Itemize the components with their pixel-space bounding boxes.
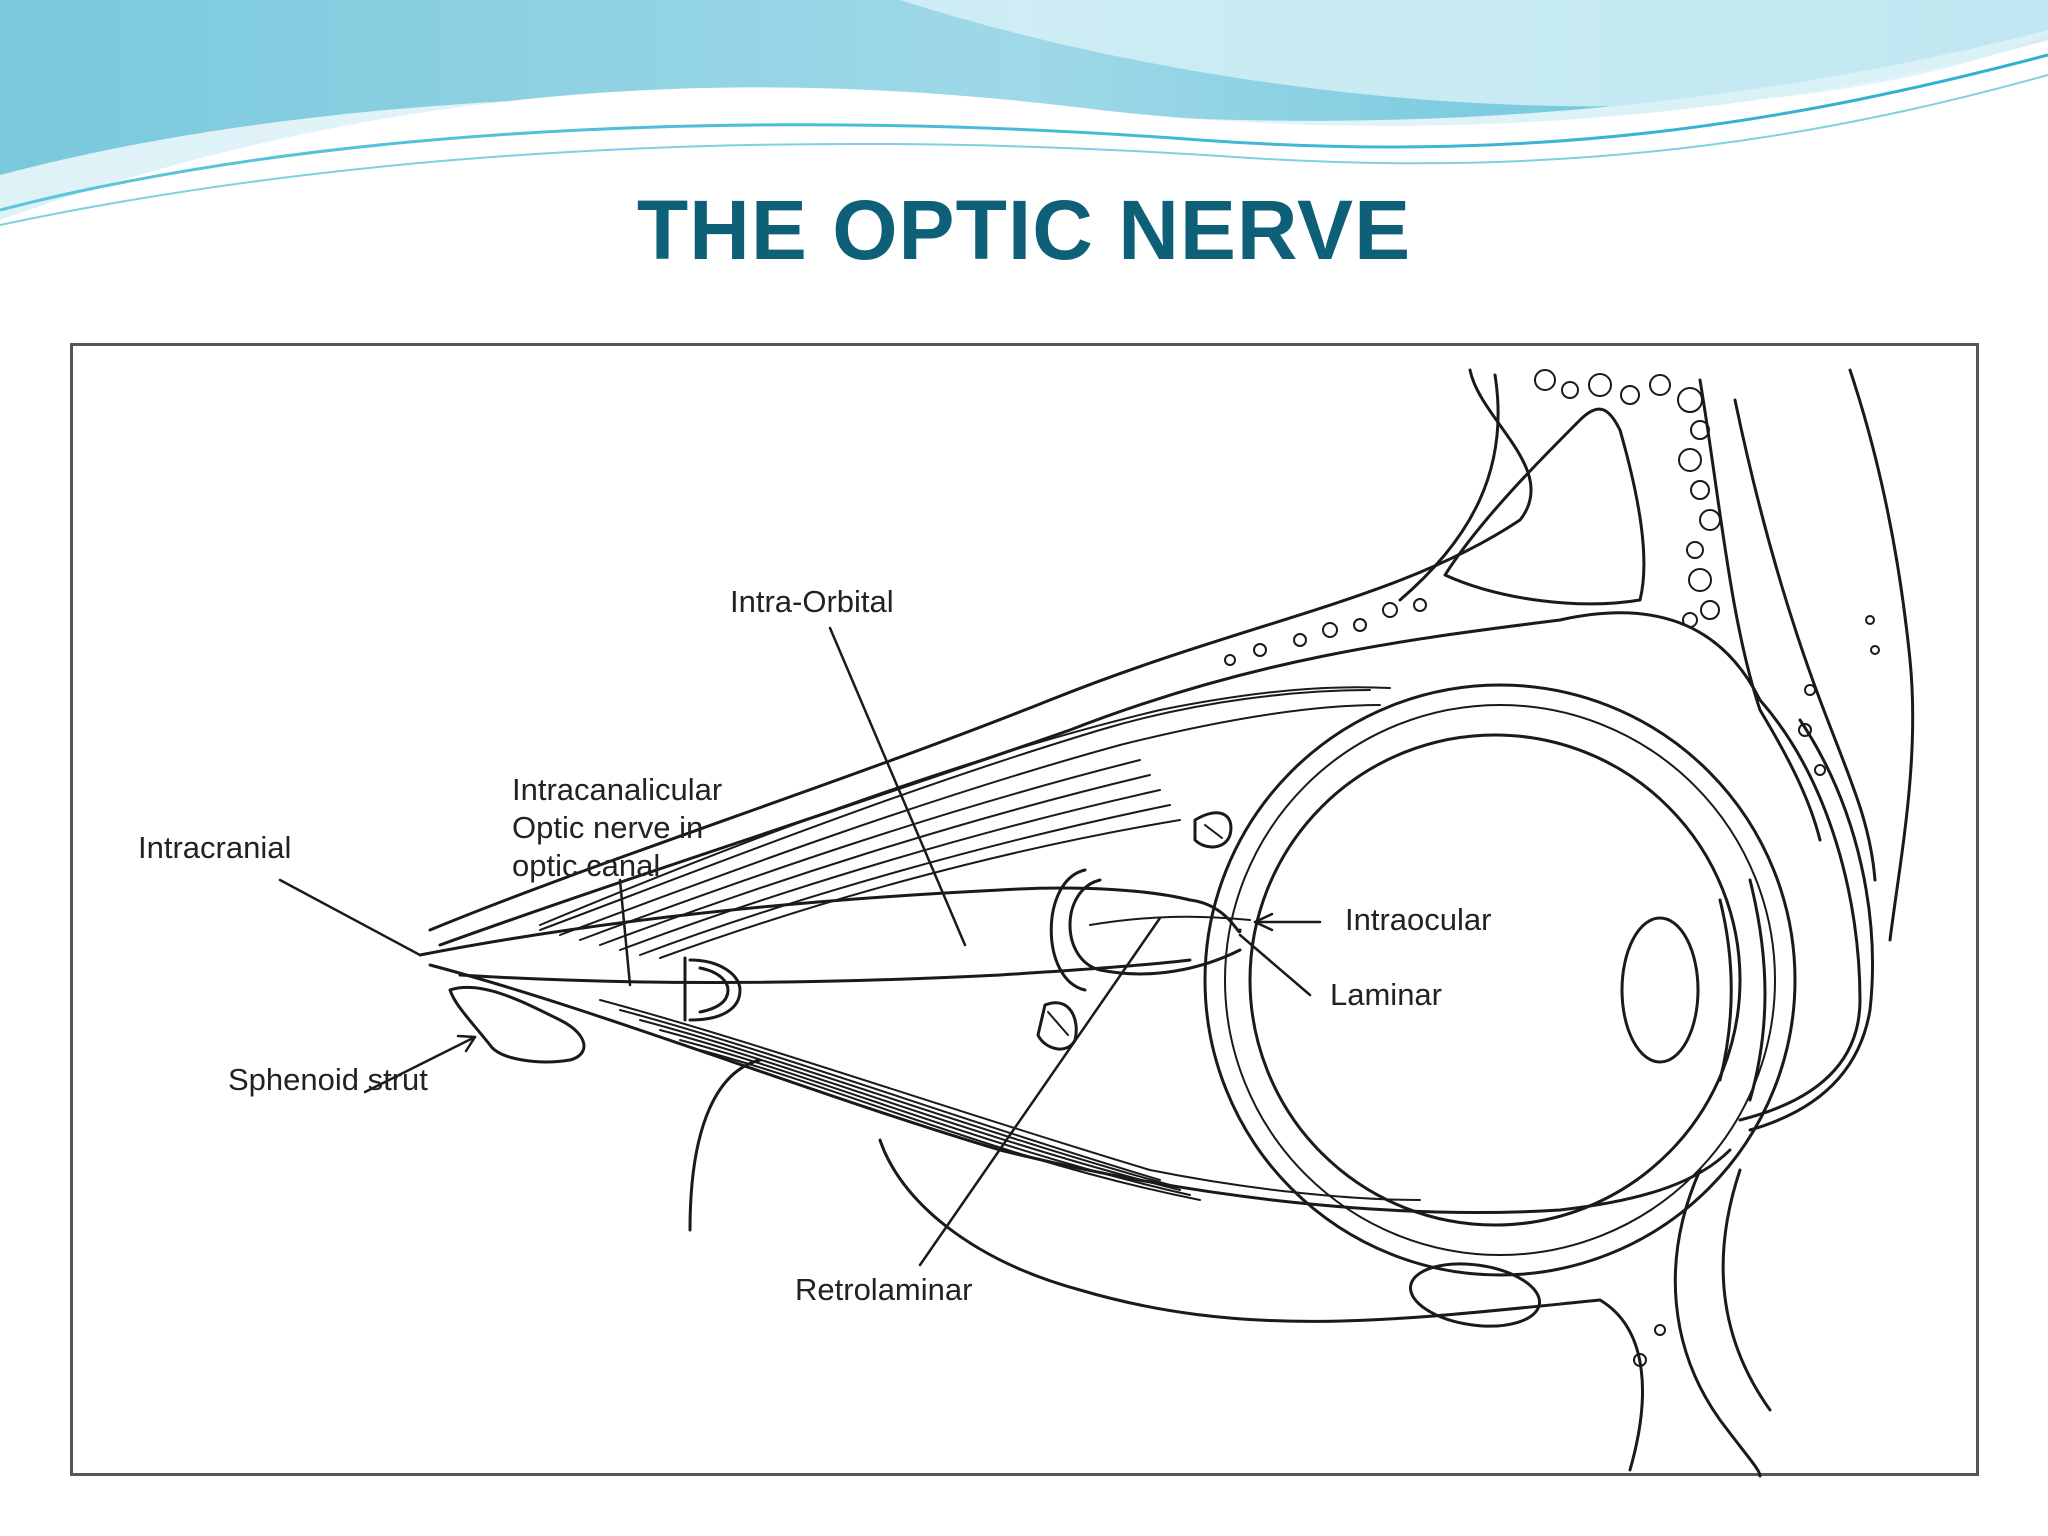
infraorbital-canal (1408, 1262, 1542, 1328)
leader-sphenoid-strut (363, 1035, 477, 1094)
header-wave-decoration (0, 0, 2048, 230)
diagram-frame (70, 343, 1979, 1476)
leader-laminar (1238, 933, 1312, 997)
sphenoid-strut (448, 985, 586, 1064)
optic-nerve-sheath-upper (418, 886, 1192, 957)
label-retrolaminar: Retrolaminar (795, 1272, 972, 1307)
label-laminar: Laminar (1330, 977, 1442, 1012)
superior-rectus (539, 686, 1391, 959)
leader-retrolaminar (918, 916, 1162, 1267)
ethmoid-cells (1224, 369, 1880, 1367)
optic-canal (688, 958, 742, 1022)
orbital-roof (428, 368, 1533, 932)
lens (1620, 916, 1700, 1064)
label-leader-lines (278, 626, 1322, 1267)
leader-intracranial (278, 878, 422, 957)
inferior-rectus (599, 999, 1421, 1201)
label-sphenoid-strut: Sphenoid strut (228, 1062, 428, 1097)
label-intracranial: Intracranial (138, 830, 291, 865)
frontal-sinus (1443, 407, 1646, 606)
slide-title: THE OPTIC NERVE (636, 183, 1412, 277)
label-intracanalicular-line1: Intracanalicular (512, 772, 722, 807)
label-intra-orbital: Intra-Orbital (730, 584, 894, 619)
vessel-lower (1036, 1001, 1078, 1051)
vessel-upper (1193, 811, 1233, 849)
globe-inner (1248, 733, 1742, 1227)
globe-outer (1203, 683, 1797, 1277)
label-intracanalicular-line2: Optic nerve in (512, 810, 703, 845)
leader-intracanalicular (618, 878, 632, 987)
leader-intra-orbital (828, 626, 967, 947)
label-intraocular: Intraocular (1345, 902, 1491, 937)
upper-lid (1738, 698, 1862, 1122)
label-intracanalicular-line3: optic canal (512, 848, 660, 883)
orbital-floor (428, 963, 1732, 1214)
optic-nerve-sheath-lower (458, 958, 1192, 984)
